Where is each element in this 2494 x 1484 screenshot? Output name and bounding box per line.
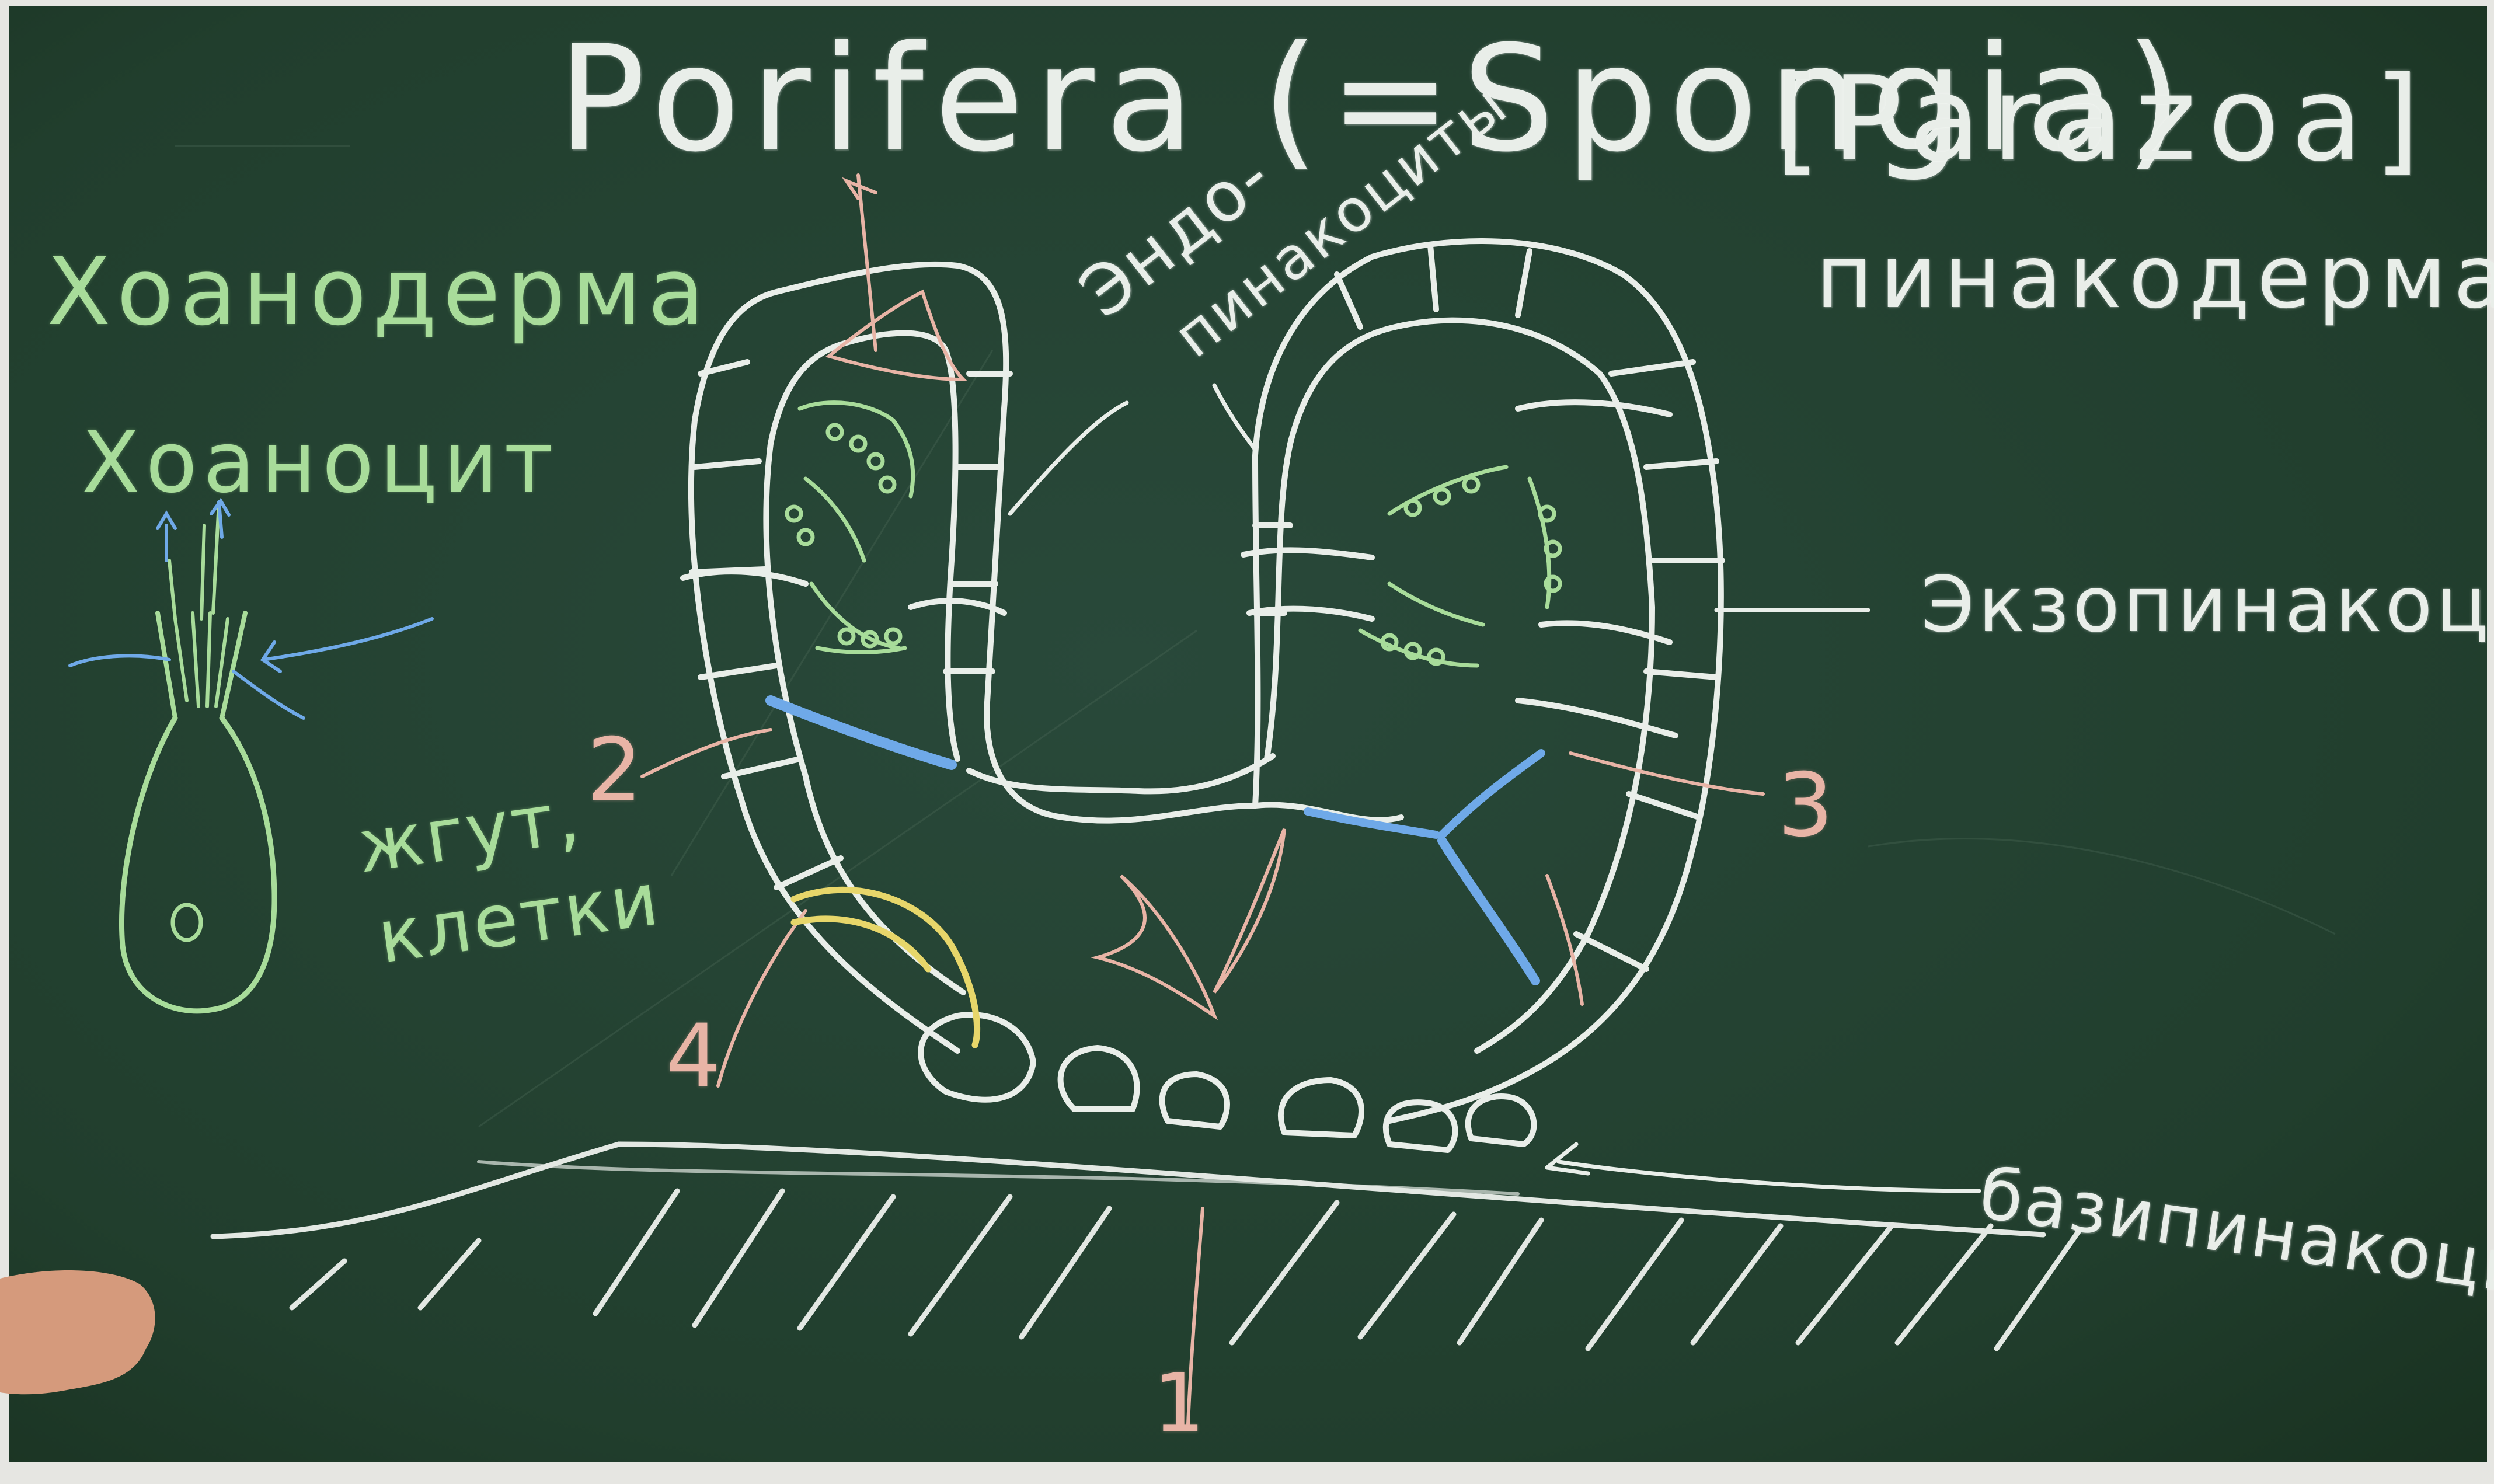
number-label-3: 3: [1778, 755, 1836, 856]
pink-cells: [640, 173, 1765, 1426]
number-label-1: 1: [1153, 1356, 1208, 1451]
board-surface: [9, 6, 2487, 1462]
board-subtitle: [Parazoa]: [1775, 51, 2432, 187]
board-title: Porifera (=Spongia): [558, 14, 2193, 184]
choanocyte-cell: [68, 497, 434, 1014]
label-pinacoderm: пинакодерма: [1816, 227, 2494, 328]
substrate: [210, 1141, 2081, 1351]
label-exopinacocyte: Экзопинакоциты: [1921, 560, 2494, 650]
number-label-4: 4: [666, 1006, 724, 1107]
sponge-body: [680, 238, 1981, 1193]
hand: [0, 1270, 155, 1395]
label-choanoderm: Хоанодерма: [47, 237, 711, 346]
spicules: [765, 695, 1545, 985]
choanocyte-chambers: [785, 400, 1562, 668]
amoebocyte-yellow: [790, 886, 981, 1048]
chalk-smudges: [175, 145, 2336, 1128]
label-choanocyte: Хоаноцит: [82, 413, 559, 512]
number-label-2: 2: [587, 720, 645, 821]
